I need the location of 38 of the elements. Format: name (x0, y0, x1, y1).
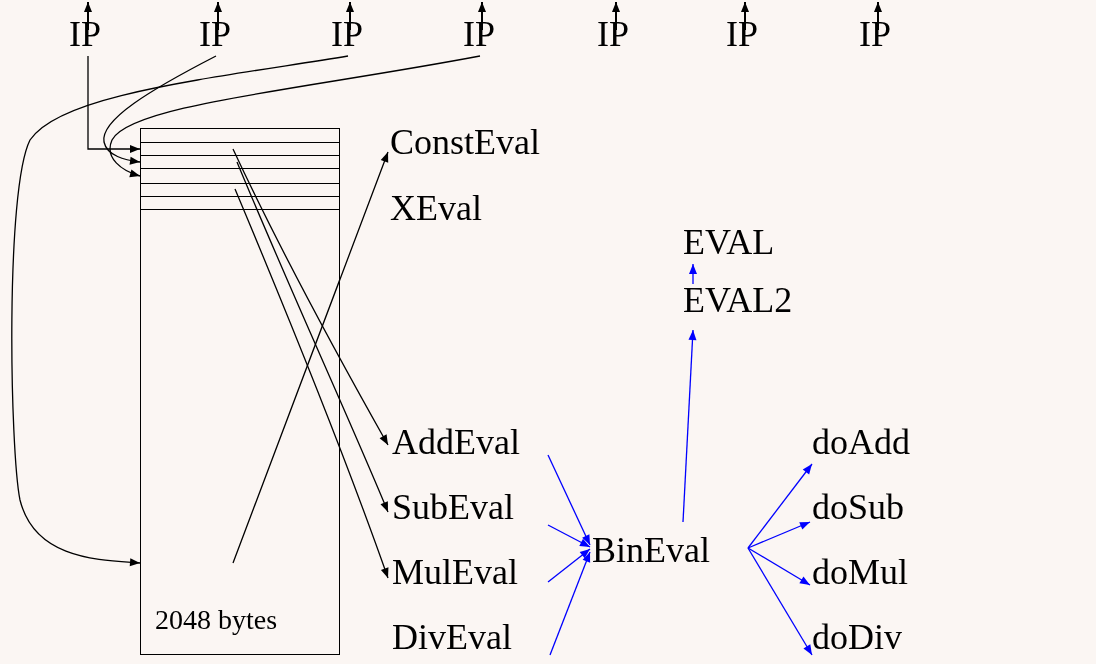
arrow (689, 263, 697, 285)
arrow (682, 329, 697, 523)
function-label: doAdd (812, 422, 910, 462)
function-label: doDiv (812, 617, 902, 657)
function-label: MulEval (392, 552, 518, 592)
size-label: 2048 bytes (155, 604, 278, 636)
arrow (103, 55, 217, 165)
arrow (547, 454, 591, 546)
function-label: ConstEval (390, 122, 540, 162)
arrow (232, 148, 389, 446)
function-label: EVAL2 (683, 280, 793, 320)
pointer-label: IP (331, 14, 363, 54)
pointer-label: IP (463, 14, 495, 54)
arrow (547, 548, 591, 583)
pointer-label: IP (859, 14, 891, 54)
function-label: DivEval (392, 617, 512, 657)
function-label: doSub (812, 487, 905, 527)
function-label: AddEval (392, 422, 520, 462)
arrow (747, 521, 811, 549)
memory-block (140, 128, 340, 655)
function-label: doMul (812, 552, 908, 592)
arrow (549, 551, 591, 656)
arrow (747, 547, 813, 656)
function-label: SubEval (392, 487, 514, 527)
arrow (236, 161, 389, 513)
pointer-label: IP (199, 14, 231, 54)
function-label: EVAL (683, 222, 775, 262)
arrow (87, 55, 141, 153)
pointer-label: IP (597, 14, 629, 54)
pointer-label: IP (726, 14, 758, 54)
arrow (11, 55, 349, 567)
arrow (747, 463, 813, 549)
pointer-label: IP (69, 14, 101, 54)
arrow (747, 547, 811, 586)
function-label: BinEval (592, 530, 710, 570)
arrow (547, 524, 591, 548)
arrow (109, 55, 481, 177)
function-label: XEval (390, 188, 482, 228)
